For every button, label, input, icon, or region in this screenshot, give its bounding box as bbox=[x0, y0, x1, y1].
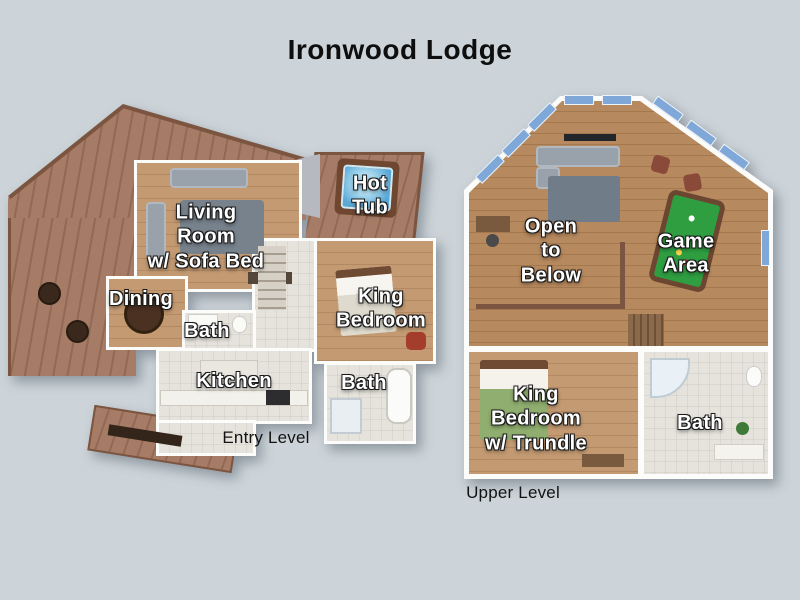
dining-label: Dining bbox=[108, 287, 174, 310]
ensuite-bath-label: Bath bbox=[341, 371, 387, 394]
loft-railing-horizontal bbox=[476, 304, 624, 309]
upper-vanity bbox=[714, 444, 764, 460]
entry-level-caption: Entry Level bbox=[222, 428, 310, 447]
sofa-bed bbox=[170, 168, 248, 188]
loft-rug bbox=[548, 176, 620, 222]
bathtub bbox=[386, 368, 412, 424]
window-top-2 bbox=[602, 95, 632, 105]
upper-level-plan bbox=[452, 90, 780, 488]
trundle-king-bed bbox=[480, 360, 548, 440]
desk-chair bbox=[486, 234, 499, 247]
open-to-below-label: Open to Below bbox=[520, 215, 582, 287]
hot-tub-label: Hot Tub bbox=[351, 172, 389, 219]
deck-table-2 bbox=[66, 320, 89, 343]
living-room-rug bbox=[180, 200, 264, 254]
kitchen-label: Kitchen bbox=[196, 369, 272, 392]
game-area-label: Game Area bbox=[657, 230, 715, 277]
page-title: Ironwood Lodge bbox=[287, 34, 513, 65]
loft-sofa bbox=[536, 146, 620, 167]
wall-vertical bbox=[638, 348, 644, 476]
deck-table-1 bbox=[38, 282, 61, 305]
upper-stairs bbox=[628, 314, 664, 346]
tv bbox=[564, 134, 616, 141]
upper-dresser bbox=[582, 454, 624, 467]
king-bedroom-label: King Bedroom bbox=[336, 285, 426, 332]
upper-toilet bbox=[746, 366, 762, 387]
plant bbox=[736, 422, 749, 435]
kitchen-island bbox=[200, 360, 258, 378]
pool-ball-white bbox=[687, 214, 696, 223]
dining-table bbox=[124, 294, 164, 334]
main-bath-label: Bath bbox=[184, 319, 230, 342]
bath-sink bbox=[188, 314, 218, 326]
upper-level-caption: Upper Level bbox=[466, 483, 560, 502]
window-right-wall bbox=[761, 230, 770, 266]
window-top-1 bbox=[564, 95, 594, 105]
kitchen-range bbox=[266, 390, 290, 405]
wall-horizontal bbox=[466, 346, 769, 352]
desk bbox=[476, 216, 510, 232]
stairs bbox=[258, 246, 286, 310]
roof-wedge bbox=[298, 154, 320, 218]
shower bbox=[330, 398, 362, 434]
living-room-label: Living Room w/ Sofa Bed bbox=[147, 201, 265, 273]
sofa-left bbox=[146, 202, 166, 258]
toilet bbox=[232, 316, 247, 333]
armchair-2 bbox=[682, 172, 703, 193]
upper-king-bedroom-label: King Bedroom w/ Trundle bbox=[485, 383, 587, 455]
upper-bath-label: Bath bbox=[677, 411, 723, 434]
entry-level-plan bbox=[8, 100, 442, 484]
bedroom-armchair bbox=[406, 332, 426, 350]
loft-railing-vertical bbox=[620, 242, 625, 309]
